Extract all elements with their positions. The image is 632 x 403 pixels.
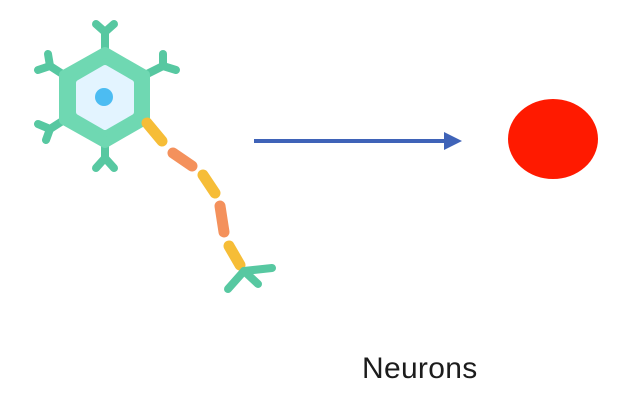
dendrites [34,20,180,172]
right-arrow-icon [254,132,462,150]
neuron-icon [34,20,276,293]
diagram-caption: Neurons [362,352,478,385]
axon [141,117,246,271]
axon-terminal [224,264,276,293]
neuron-nucleus [95,88,113,106]
red-circle-node [508,99,598,179]
